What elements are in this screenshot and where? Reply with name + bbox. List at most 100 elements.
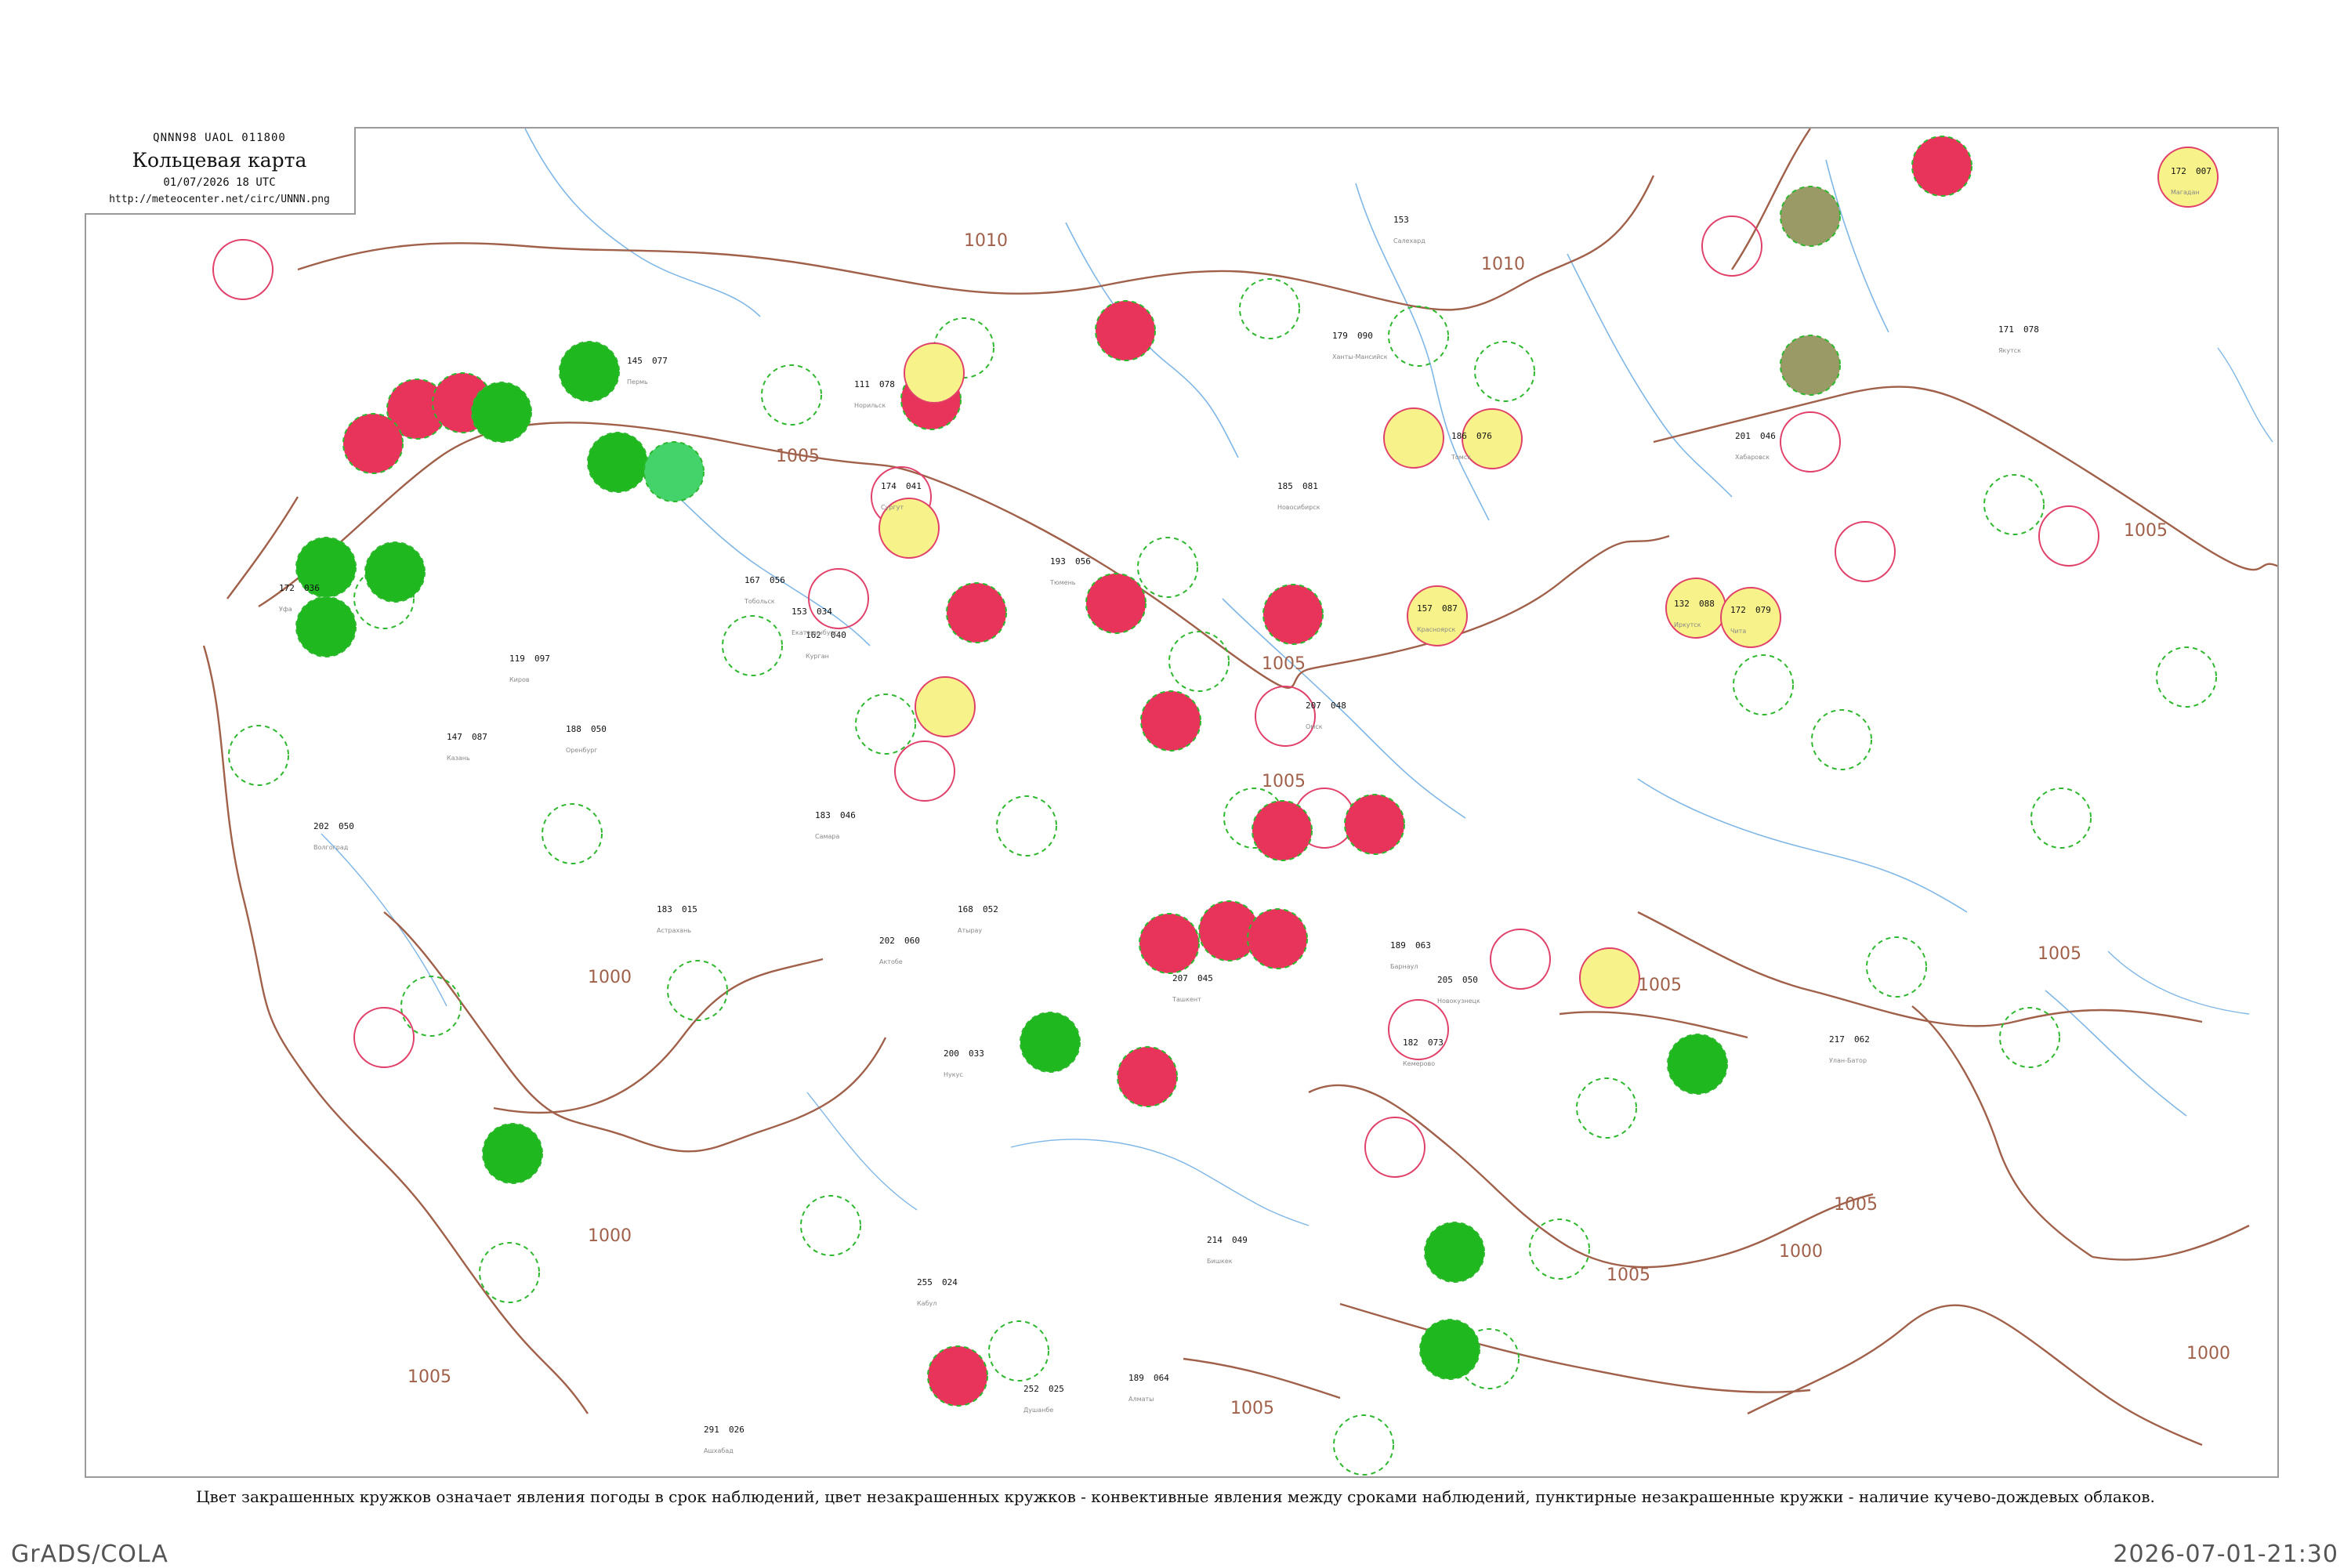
legend-caption: Цвет закрашенных кружков означает явлени…	[196, 1487, 2155, 1506]
station-name: Якутск	[1998, 347, 2021, 354]
station-value: 090	[1357, 331, 1373, 341]
station-name: Актобе	[879, 958, 903, 965]
isobar-label: 1000	[1779, 1242, 1823, 1262]
software-credit: GrADS/COLA	[11, 1541, 168, 1568]
station-value: 291	[704, 1425, 719, 1435]
station-value: 040	[831, 630, 846, 640]
station-value: 046	[1760, 431, 1776, 441]
station-value: 079	[1755, 605, 1771, 615]
station-value: 207	[1306, 701, 1321, 711]
isobar-label: 1005	[776, 447, 820, 466]
station-name: Курган	[806, 653, 829, 660]
station-value: 041	[906, 481, 922, 491]
station-name: Оренбург	[566, 747, 597, 754]
station-names: Сургут Тобольск Ханты-Мансийск Омск Томс…	[279, 189, 2200, 1454]
station-value: 078	[2023, 324, 2039, 335]
station-value: 201	[1735, 431, 1751, 441]
station-value: 073	[1428, 1037, 1444, 1048]
station-name: Омск	[1306, 723, 1323, 730]
station-name: Тюмень	[1049, 579, 1076, 586]
station-name: Казань	[447, 755, 470, 762]
station-value: 202	[879, 936, 895, 946]
thunderstorm-markers	[342, 136, 1972, 1407]
station-value: 046	[840, 810, 856, 820]
station-name: Магадан	[2171, 189, 2200, 196]
station-value: 167	[744, 575, 760, 585]
isobar-label: 1000	[588, 968, 632, 987]
station-value: 076	[1476, 431, 1492, 441]
station-value: 087	[1442, 603, 1458, 614]
station-value: 252	[1023, 1384, 1039, 1394]
station-value: 172	[279, 583, 295, 593]
station-name: Волгоград	[313, 844, 349, 851]
shower-markers	[643, 441, 705, 502]
station-name: Красноярск	[1417, 626, 1455, 633]
station-value: 217	[1829, 1034, 1845, 1045]
station-name: Салехард	[1393, 237, 1425, 244]
isobar-label: 1005	[1262, 654, 1306, 674]
station-value: 026	[729, 1425, 744, 1435]
station-name: Томск	[1451, 454, 1471, 461]
station-name: Чита	[1730, 628, 1746, 635]
station-value: 174	[881, 481, 897, 491]
station-name: Норильск	[854, 402, 886, 409]
station-name: Тобольск	[744, 598, 775, 605]
station-value: 007	[2196, 166, 2212, 176]
station-value: 185	[1277, 481, 1293, 491]
station-name: Иркутск	[1674, 621, 1701, 628]
station-name: Ташкент	[1172, 996, 1201, 1003]
station-value: 132	[1674, 599, 1690, 609]
haze-markers	[878, 147, 2219, 1009]
station-value: 183	[815, 810, 831, 820]
isobar-label: 1005	[1607, 1266, 1650, 1285]
map-area: 1010 1005 1005 1000 1000 1005 1005 1005 …	[85, 127, 2279, 1478]
station-value: 186	[1451, 431, 1467, 441]
isobar-label: 1005	[1638, 976, 1682, 995]
station-name: Ханты-Мансийск	[1332, 353, 1388, 360]
station-value: 050	[339, 821, 354, 831]
station-value: 145	[627, 356, 643, 366]
station-name: Новосибирск	[1277, 504, 1320, 511]
station-value: 182	[1403, 1037, 1418, 1048]
station-name: Сургут	[881, 504, 904, 511]
station-value: 202	[313, 821, 329, 831]
station-name: Киров	[509, 676, 530, 683]
isobar-label: 1005	[1230, 1399, 1274, 1418]
station-name: Алматы	[1128, 1396, 1154, 1403]
station-value: 171	[1998, 324, 2014, 335]
station-name: Кабул	[917, 1300, 936, 1307]
cb-rings	[228, 278, 2217, 1476]
isobar-label: 1010	[964, 231, 1008, 251]
station-value: 015	[682, 904, 697, 914]
station-value: 062	[1854, 1034, 1870, 1045]
station-name: Уфа	[279, 606, 292, 613]
station-value: 183	[657, 904, 672, 914]
station-value: 045	[1197, 973, 1213, 983]
isobar-label: 1005	[1262, 772, 1306, 791]
rain-markers	[295, 341, 1728, 1380]
station-value: 179	[1332, 331, 1348, 341]
station-value: 255	[917, 1277, 933, 1287]
station-name: Хабаровск	[1735, 454, 1770, 461]
isobar-label: 1005	[1834, 1195, 1878, 1215]
station-value: 060	[904, 936, 920, 946]
station-name: Бишкек	[1207, 1258, 1233, 1265]
station-value: 077	[652, 356, 668, 366]
station-value: 025	[1049, 1384, 1064, 1394]
map-datetime: 01/07/2026 18 UTC	[163, 176, 276, 189]
station-value: 034	[817, 607, 832, 617]
station-value: 048	[1331, 701, 1346, 711]
dust-markers	[1780, 186, 1841, 396]
station-name: Нукус	[944, 1071, 963, 1078]
station-value: 162	[806, 630, 821, 640]
station-name: Екатеринбург	[792, 629, 838, 636]
source-url[interactable]: http://meteocenter.net/circ/UNNN.png	[109, 194, 330, 205]
station-value: 078	[879, 379, 895, 389]
isobar-label: 1005	[408, 1367, 451, 1387]
station-name: Улан-Батор	[1829, 1057, 1867, 1064]
render-timestamp: 2026-07-01-21:30	[2113, 1541, 2338, 1568]
station-value: 207	[1172, 973, 1188, 983]
station-name: Пермь	[627, 378, 648, 386]
station-value: 050	[1462, 975, 1478, 985]
station-value: 063	[1415, 940, 1431, 951]
